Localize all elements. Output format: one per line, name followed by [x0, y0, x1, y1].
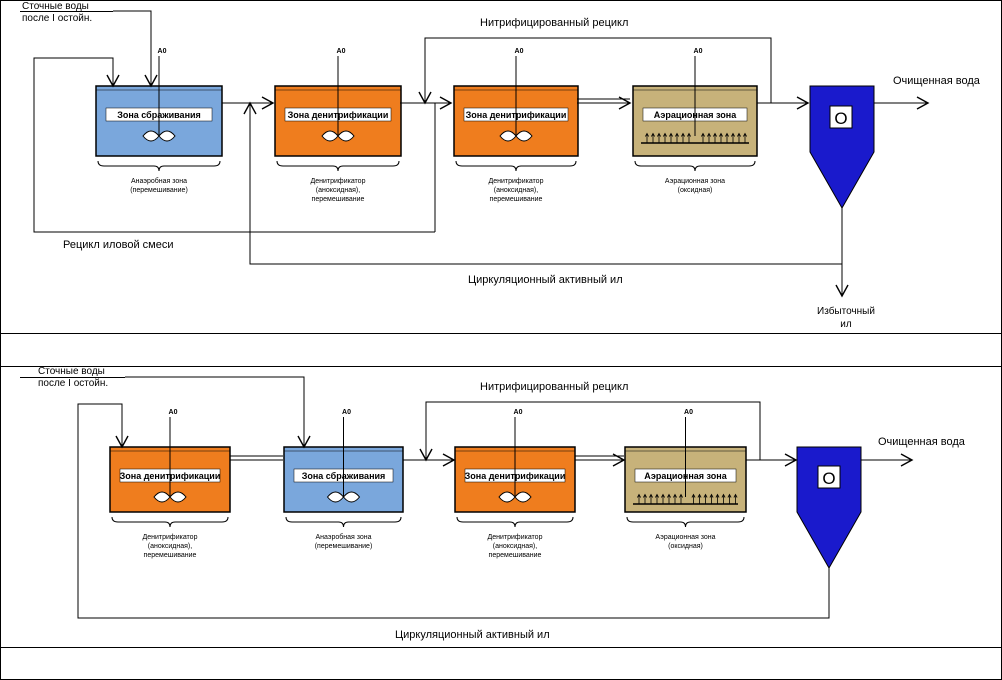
tank-caption-line: (аноксидная),: [148, 543, 192, 550]
inflow-label-line-2: после I остойн.: [38, 378, 108, 389]
tank-caption-line: Денитрификатор: [311, 178, 366, 185]
tank-caption-line: (перемешивание): [315, 543, 373, 550]
circulating-sludge-label: Циркуляционный активный ил: [468, 274, 623, 286]
tank-caption-line: перемешивание: [489, 552, 542, 559]
mixer-label: А0: [515, 48, 524, 55]
tank-caption-line: Аэрационная зона: [655, 534, 715, 541]
tank-caption-line: перемешивание: [490, 196, 543, 203]
nitrified-recycle-label: Нитрифицированный рецикл: [480, 17, 628, 29]
mixer-propeller-icon: [321, 130, 355, 142]
mixer-label: А0: [694, 48, 703, 55]
nitrified-recycle-label: Нитрифицированный рецикл: [480, 381, 628, 393]
mixer-label: А0: [342, 409, 351, 416]
mixer-label: А0: [337, 48, 346, 55]
clarifier-symbol: O: [822, 469, 835, 488]
inflow-label-line-2: после I остойн.: [22, 13, 92, 24]
tank-caption-line: (аноксидная),: [494, 187, 538, 194]
mixer-propeller-icon: [499, 130, 533, 142]
mixer-label: А0: [169, 409, 178, 416]
tank-caption-line: Денитрификатор: [489, 178, 544, 185]
tank: Зона денитрификацииА0Денитрификатор(анок…: [453, 48, 579, 203]
excess-sludge-label-line-2: ил: [840, 319, 852, 330]
tank-brace: [634, 160, 756, 172]
tank-caption-line: (аноксидная),: [316, 187, 360, 194]
tank-caption-line: Аэрационная зона: [665, 178, 725, 185]
tank-caption-line: (оксидная): [668, 543, 703, 550]
mixer-label: А0: [158, 48, 167, 55]
mixer-propeller-icon: [498, 491, 532, 503]
tank-caption-line: Анаэробная зона: [315, 533, 371, 541]
tank-caption-line: Анаэробная зона: [131, 177, 187, 185]
tank-brace: [455, 160, 577, 172]
aerator-icon: [641, 132, 749, 144]
inflow-label-line-1: Сточные воды: [38, 366, 105, 377]
tank-caption-line: перемешивание: [312, 196, 365, 203]
tank-brace: [626, 516, 745, 528]
tank-brace: [276, 160, 400, 172]
circulating-sludge-label: Циркуляционный активный ил: [395, 629, 550, 641]
tank: Зона денитрификацииА0Денитрификатор(анок…: [109, 409, 231, 559]
inflow-label-line-1: Сточные воды: [22, 1, 89, 12]
mixer-label: А0: [514, 409, 523, 416]
tank: Зона денитрификацииА0Денитрификатор(анок…: [274, 48, 402, 203]
mixer-propeller-icon: [153, 491, 187, 503]
tank-caption-line: Денитрификатор: [143, 534, 198, 541]
aerator-icon: [633, 493, 738, 505]
tank-caption-line: (перемешивание): [130, 187, 188, 194]
mixer-propeller-icon: [326, 491, 361, 503]
tank-caption-line: Денитрификатор: [488, 534, 543, 541]
treated-water-label: Очищенная вода: [893, 75, 981, 87]
tank-brace: [111, 516, 229, 528]
treated-water-label: Очищенная вода: [878, 436, 966, 448]
sludge-recycle-label: Рецикл иловой смеси: [63, 239, 174, 251]
tank-brace: [97, 160, 221, 172]
tank-brace: [456, 516, 574, 528]
excess-sludge-label-line-1: Избыточный: [817, 305, 875, 317]
tank-brace: [285, 516, 402, 528]
clarifier-symbol: O: [834, 109, 847, 128]
scheme-2: Зона денитрификацииА0Денитрификатор(анок…: [20, 366, 1002, 641]
tank-caption-line: (оксидная): [678, 187, 713, 194]
mixer-label: А0: [684, 409, 693, 416]
tank-caption-line: перемешивание: [144, 552, 197, 559]
tank: Зона денитрификацииА0Денитрификатор(анок…: [454, 409, 576, 559]
clarifier: O: [809, 85, 875, 210]
mixer-propeller-icon: [142, 130, 176, 142]
tank-caption-line: (аноксидная),: [493, 543, 537, 550]
clarifier: O: [796, 446, 862, 570]
